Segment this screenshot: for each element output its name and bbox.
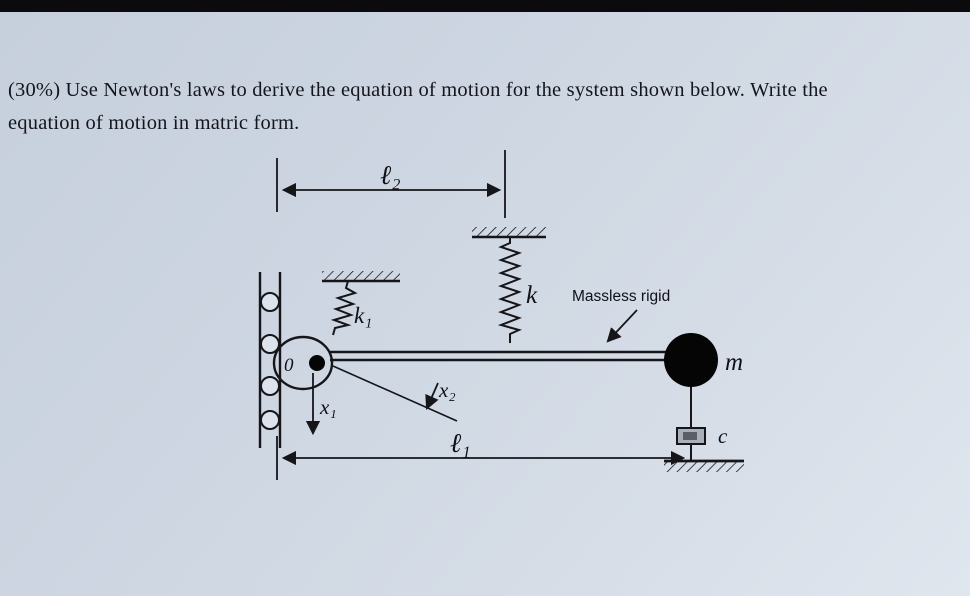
massless-rigid-label: Massless rigid bbox=[572, 288, 670, 305]
spring-k1 bbox=[330, 280, 358, 336]
wall-roller-4 bbox=[260, 410, 280, 430]
ground-hatch bbox=[664, 462, 744, 472]
x2-label: x₂ bbox=[438, 378, 456, 402]
question-text-line1: (30%) Use Newton's laws to derive the eq… bbox=[8, 79, 828, 101]
massless-rigid-arrow bbox=[606, 309, 638, 343]
x1-label: x₁ bbox=[319, 395, 337, 419]
photo-top-edge bbox=[0, 0, 970, 12]
dimension-l1-label: ℓ₁ bbox=[450, 428, 471, 458]
spring-k bbox=[497, 237, 522, 343]
ceiling-hatch-k bbox=[472, 227, 546, 237]
pivot-label: 0 bbox=[284, 355, 294, 376]
damper-piston bbox=[683, 432, 697, 440]
displaced-bar-line bbox=[332, 365, 458, 422]
dimension-l2-label: ℓ₂ bbox=[380, 160, 401, 190]
mass-label: m bbox=[725, 349, 743, 376]
damper-label: c bbox=[718, 424, 728, 448]
question-text-line2: equation of motion in matric form. bbox=[8, 112, 300, 134]
pivot-bracket bbox=[272, 335, 334, 391]
pivot-dot bbox=[309, 355, 325, 371]
x2-arrow bbox=[425, 382, 439, 410]
ceiling-hatch-k1 bbox=[322, 271, 400, 281]
question-text: (30%) Use Newton's laws to derive the eq… bbox=[8, 74, 958, 140]
wall-roller-1 bbox=[260, 292, 280, 312]
mass-circle bbox=[664, 333, 718, 387]
wall-roller-2 bbox=[260, 334, 280, 354]
wall-roller-3 bbox=[260, 376, 280, 396]
spring-k1-label: k₁ bbox=[354, 303, 372, 328]
spring-k-label: k bbox=[526, 282, 538, 309]
